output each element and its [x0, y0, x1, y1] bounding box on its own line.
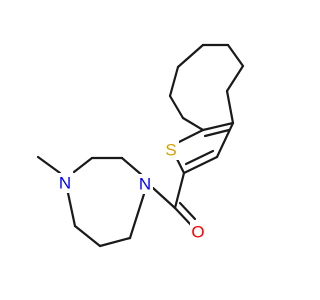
molecule-canvas: S O N N [36, 43, 245, 248]
methyl-group [36, 155, 62, 175]
amide-nitrogen-atom-label: N [139, 175, 151, 194]
bond-c10a-c3a [201, 121, 235, 132]
bond-c8-c9 [168, 65, 180, 98]
bond-c7-c8 [176, 43, 205, 69]
carbonyl-group [151, 171, 197, 227]
bond-c2-carbonyl [173, 171, 186, 210]
bond-c3a-c3 [215, 121, 235, 159]
bond-c3-c2-double [184, 149, 215, 166]
bond-c5-c6 [73, 224, 102, 248]
methyl-nitrogen-label-bg [57, 173, 73, 193]
bond-carbonyl-o [173, 206, 193, 227]
bond-n1-c2 [120, 156, 145, 178]
bond-c6-c7 [98, 236, 132, 248]
atom-labels: S O N N [57, 140, 206, 242]
molecule-structure-diagram: S O N N [36, 43, 245, 248]
sulfur-atom-label: S [165, 141, 176, 160]
bond-n4-methyl [36, 155, 62, 175]
amide-nitrogen-label-bg [137, 174, 153, 194]
bond-c3-n4 [72, 156, 94, 174]
bond-c3a-c4 [225, 89, 235, 125]
oxygen-atom-label: O [191, 223, 204, 242]
bond-s1-c10a [175, 128, 205, 145]
bond-c4-c5 [225, 64, 245, 93]
methyl-nitrogen-atom-label: N [59, 174, 71, 193]
bond-c7-n1 [128, 192, 146, 240]
bond-c5-c6 [226, 43, 245, 68]
thiophene-ring [171, 121, 235, 175]
bond-c9-c10 [168, 94, 185, 120]
bond-c10-c10a [181, 116, 205, 132]
diazepane-ring [66, 156, 146, 248]
bond-c3-c2 [182, 155, 219, 175]
bond-carbonyl-n [151, 186, 177, 210]
bond-n4-c5 [66, 191, 77, 228]
cyclooctane-ring [168, 43, 245, 132]
bond-carbonyl-o-double [178, 201, 197, 221]
oxygen-label-bg [190, 222, 206, 242]
bond-c10a-c3a-double [203, 128, 231, 138]
sulfur-label-bg [163, 140, 179, 160]
